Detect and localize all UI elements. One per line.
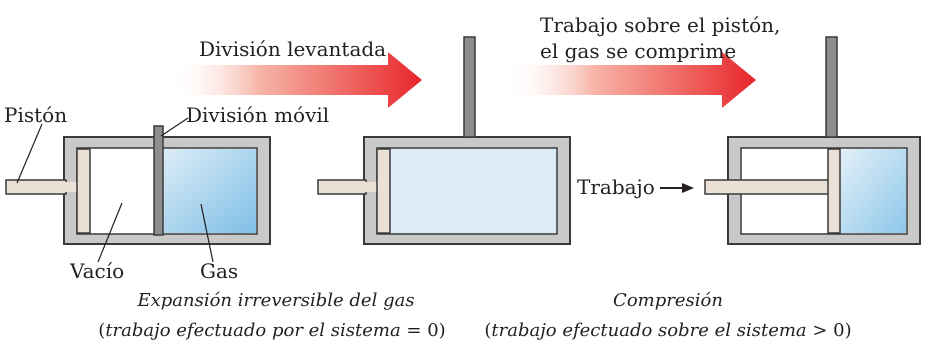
label-movable-partition: División móvil (186, 103, 329, 127)
label-partition-lifted: División levantada (199, 37, 386, 61)
caption-compression-detail: (trabajo efectuado sobre el sistema > 0) (484, 320, 851, 341)
leader-partition (160, 117, 189, 137)
arrow-work-on-piston (505, 52, 756, 108)
label-gas: Gas (200, 259, 238, 283)
gas-region-left (163, 149, 256, 233)
label-work-on-piston-line2: el gas se comprime (540, 39, 736, 63)
gas-region-right (840, 149, 906, 233)
movable-partition (153, 125, 164, 236)
arrow-partition-lifted (170, 52, 422, 108)
caption-compression-title: Compresión (613, 290, 723, 311)
lifted-partition-rod (463, 36, 476, 138)
piston-right (704, 148, 841, 234)
cylinder-middle (363, 136, 571, 245)
piston-left (5, 148, 91, 234)
caption-expansion-detail: (trabajo efectuado por el sistema = 0) (98, 320, 445, 341)
caption-expansion-title: Expansión irreversible del gas (136, 290, 414, 311)
leader-gas (200, 203, 214, 263)
label-work-on-piston-line1: Trabajo sobre el pistón, (540, 13, 780, 37)
label-piston: Pistón (4, 103, 67, 127)
leader-piston (16, 123, 43, 184)
label-vacuum: Vacío (69, 259, 124, 283)
lifted-partition-rod-right (825, 36, 838, 138)
work-arrow (660, 183, 694, 193)
label-work: Trabajo (577, 175, 655, 199)
piston-middle (317, 148, 391, 234)
leader-vacuum (97, 202, 123, 263)
